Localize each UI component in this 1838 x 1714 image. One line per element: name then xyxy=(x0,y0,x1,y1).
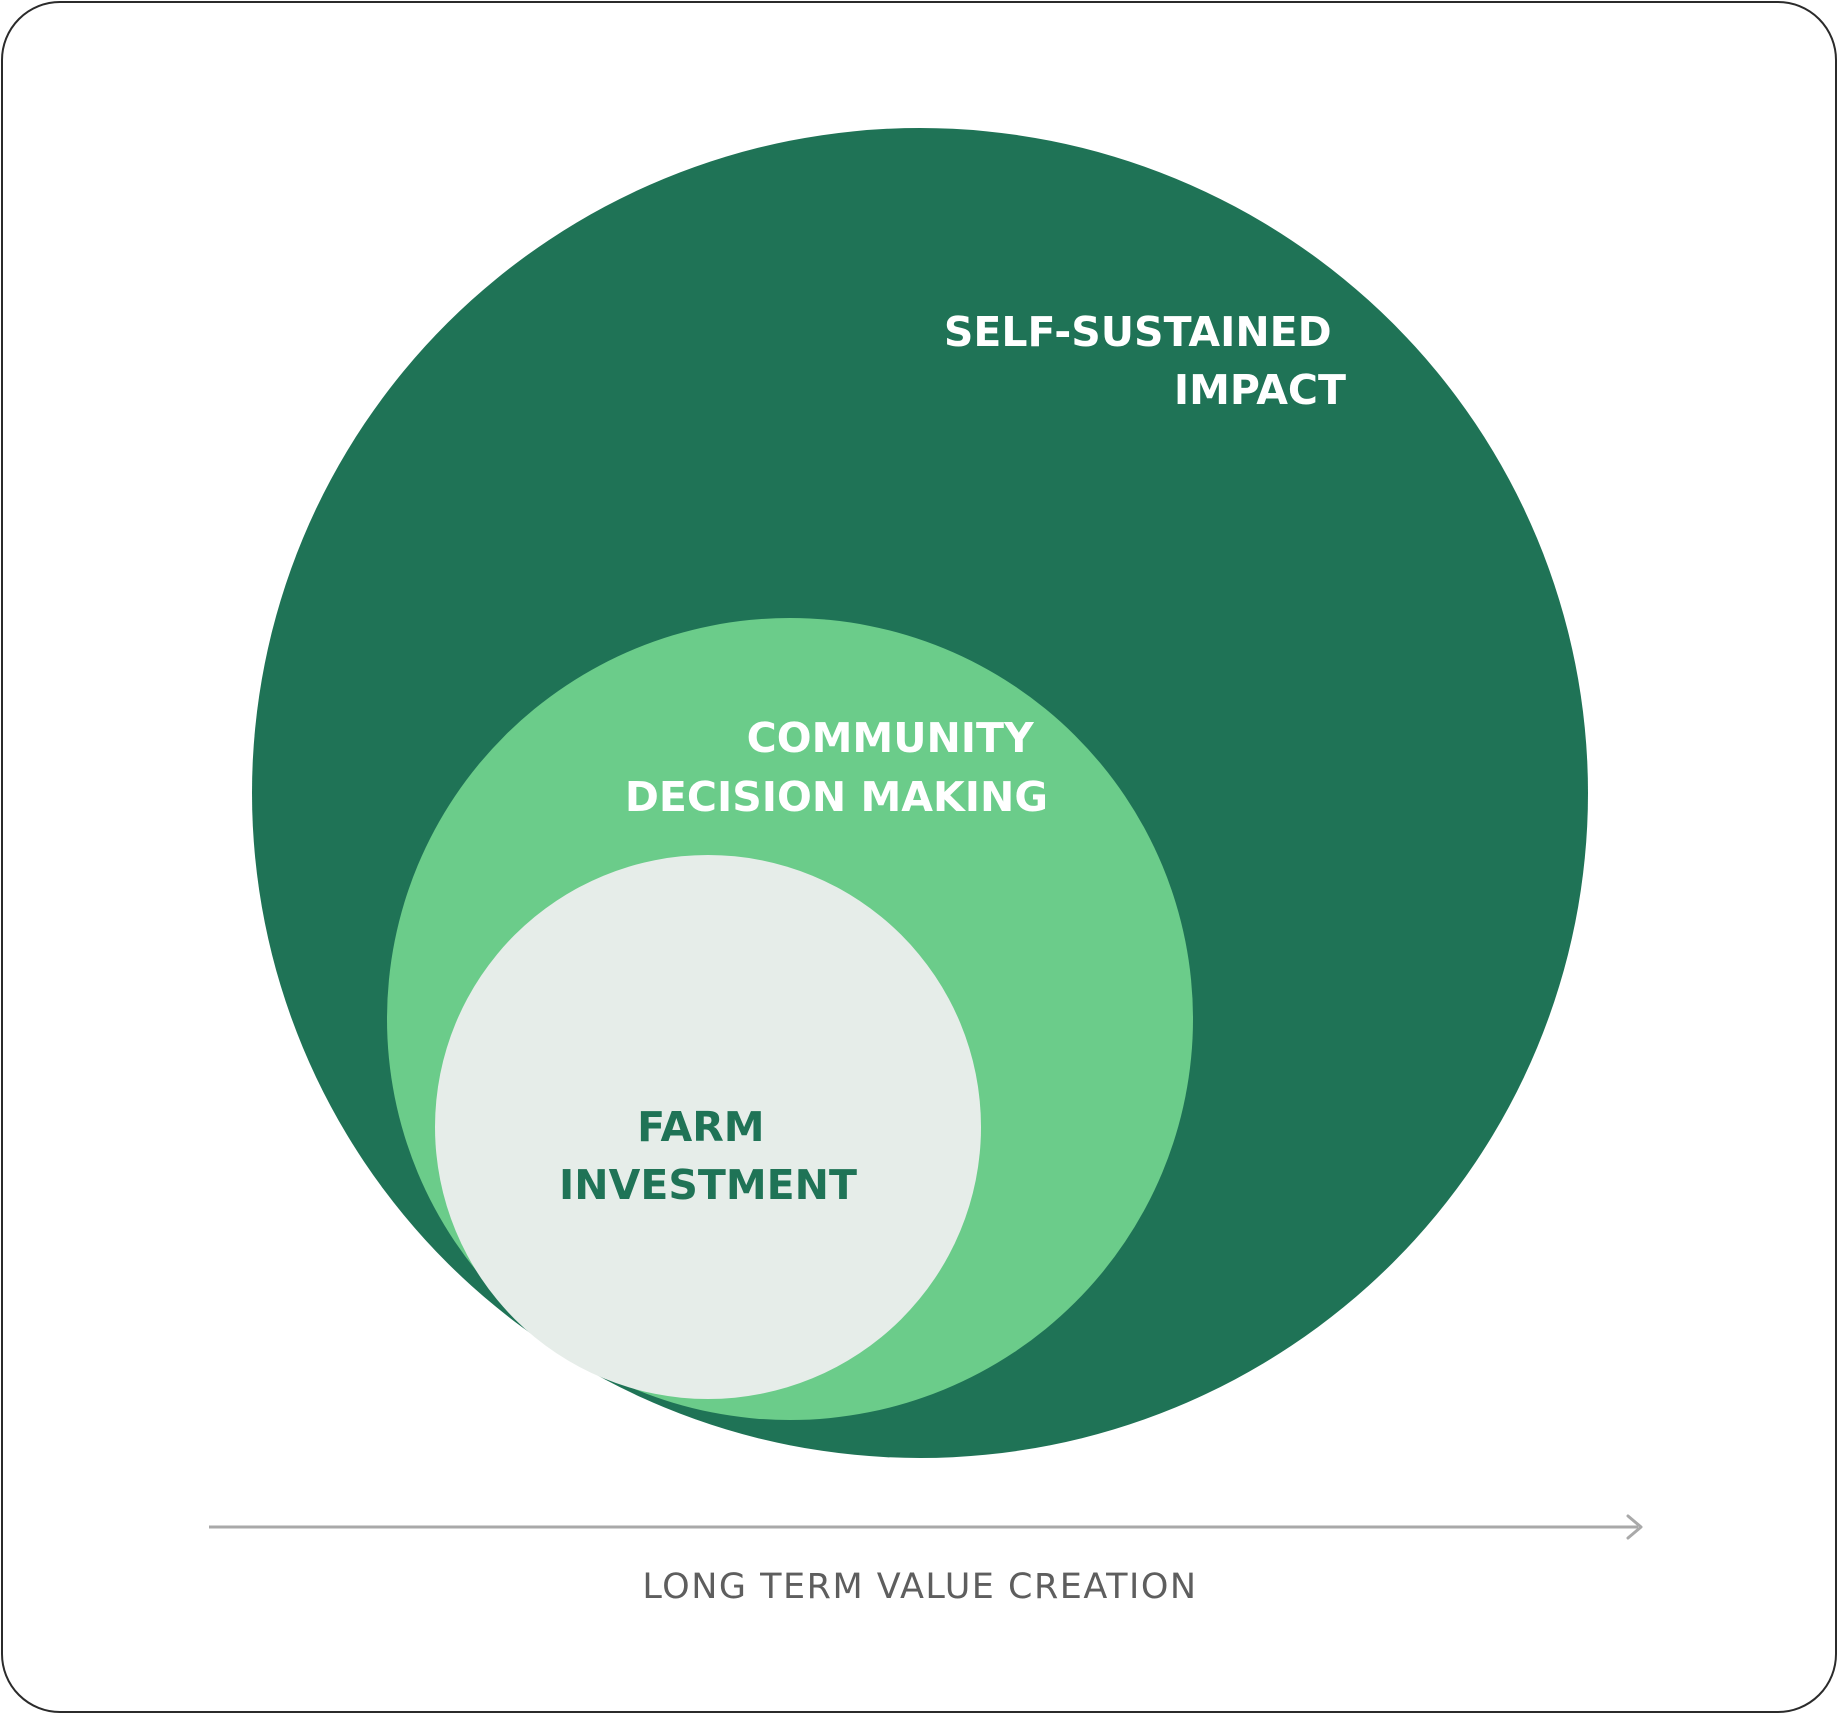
middle-label-line-2: DECISION MAKING xyxy=(625,773,1048,821)
middle-circle-label: COMMUNITY DECISION MAKING xyxy=(625,714,1048,821)
outer-circle-label: SELF-SUSTAINED IMPACT xyxy=(944,308,1346,414)
inner-circle-farm-investment xyxy=(435,855,981,1399)
inner-circle-label: FARM INVESTMENT xyxy=(559,1103,857,1209)
outer-label-line-1: SELF-SUSTAINED xyxy=(944,308,1332,356)
inner-label-line-2: INVESTMENT xyxy=(559,1161,857,1209)
outer-label-line-2: IMPACT xyxy=(1174,366,1346,414)
axis-arrow xyxy=(209,1514,1643,1540)
axis-label: LONG TERM VALUE CREATION xyxy=(642,1567,1197,1607)
middle-label-line-1: COMMUNITY xyxy=(747,714,1035,762)
arrow-right-icon xyxy=(1626,1514,1643,1540)
inner-label-line-1: FARM xyxy=(637,1103,764,1151)
